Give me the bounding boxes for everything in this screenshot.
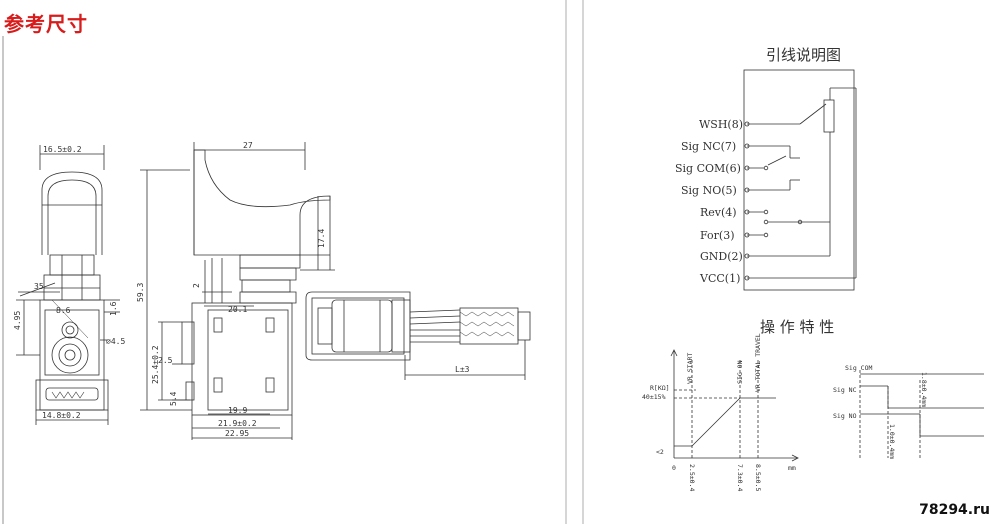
dim-shaft-diameter: ⌀4.5: [106, 337, 125, 346]
pin-label: Sig NC(7): [681, 140, 736, 153]
pin-label: VCC(1): [699, 272, 740, 285]
y-axis-label: R[KΩ]: [650, 384, 670, 392]
dim-27: 27: [243, 141, 253, 150]
dim-20-1: 20.1: [228, 305, 247, 314]
dim-length: L±3: [455, 365, 470, 374]
page-title: 参考尺寸: [4, 12, 88, 36]
watermark: 78294.ru: [919, 502, 990, 518]
dim-angle: 35: [34, 282, 44, 291]
wiring-title: 引线说明图: [766, 46, 841, 64]
side-view: [140, 142, 335, 440]
dim-5-4: 5.4: [169, 391, 178, 406]
bottom-label: 8.5±0.5: [754, 464, 762, 491]
sig-nc-label: Sig NC: [833, 386, 857, 394]
pin-label: GND(2): [700, 250, 743, 263]
dim-1-6: 1.6: [109, 301, 118, 316]
bottom-label: 2.5±0.4: [688, 464, 696, 491]
y-value-label: 40±15%: [642, 393, 666, 401]
front-view: [16, 145, 120, 425]
dim-17-4: 17.4: [317, 229, 326, 248]
x-unit-label: mm: [788, 464, 796, 472]
dim-b-label: 1.0±0.4mm: [888, 424, 896, 459]
dim-59-3: 59.3: [136, 283, 145, 302]
dim-19-9: 19.9: [228, 406, 247, 415]
top-label: VR TOTAL TRAVEL: [754, 333, 762, 392]
pin-label: For(3): [700, 229, 735, 242]
pin-label: Sig NO(5): [681, 184, 737, 197]
bottom-label: 7.3±0.4: [736, 464, 744, 491]
dim-height-left: 4.95: [13, 311, 22, 330]
signal-chart: [859, 370, 984, 458]
wiring-diagram: [743, 69, 857, 291]
dim-22-95: 22.95: [225, 429, 249, 438]
characteristics-title: 操 作 特 性: [760, 318, 834, 336]
dim-top-width: 16.5±0.2: [43, 145, 82, 154]
origin-label: 0: [672, 464, 676, 472]
dim-25-4: 25.4±0.2: [151, 345, 160, 384]
top-label: VR START: [686, 353, 694, 384]
sig-com-label: Sig COM: [845, 364, 872, 372]
resistance-chart: [670, 349, 799, 462]
pin-label: Sig COM(6): [675, 162, 741, 175]
top-label: SIG ON: [736, 360, 744, 384]
sig-no-label: Sig NO: [833, 412, 857, 420]
dim-a-label: 1.8±0.4mm: [920, 372, 928, 407]
pin-label: WSH(8): [699, 118, 743, 131]
dim-2-5: 2.5: [158, 356, 173, 365]
dim-offset-small: 8.6: [56, 306, 71, 315]
dim-bottom-width: 14.8±0.2: [42, 411, 81, 420]
dim-2: 2: [192, 283, 201, 288]
dim-21-9: 21.9±0.2: [218, 419, 257, 428]
pin-label: Rev(4): [700, 206, 737, 219]
top-view: [305, 291, 531, 380]
y-low-label: <2: [656, 448, 664, 456]
